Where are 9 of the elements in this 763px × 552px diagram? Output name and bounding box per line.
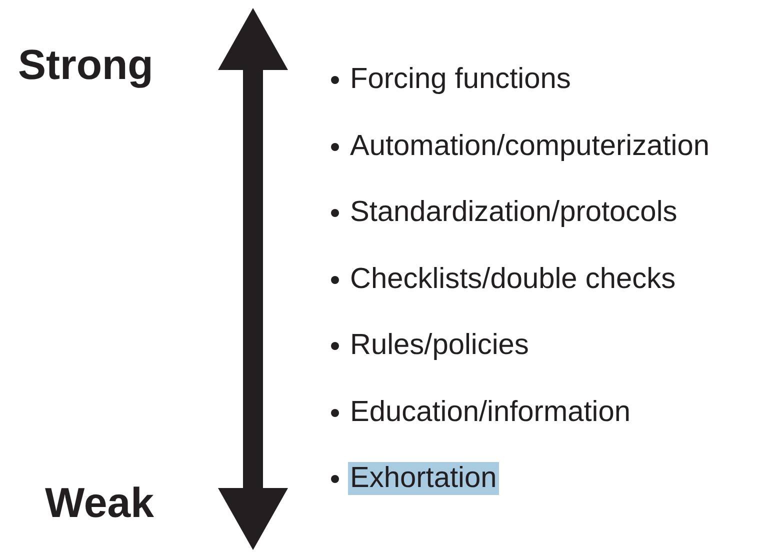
scale-label: Strong bbox=[18, 44, 154, 86]
list-item: Standardization/protocols bbox=[349, 196, 678, 229]
list-item: Education/information bbox=[349, 396, 632, 428]
list-item: Forcing functions bbox=[349, 63, 572, 96]
highlighted-list-item: Exhortation bbox=[348, 462, 499, 495]
list-item: Rules/policies bbox=[349, 329, 530, 362]
list-item: Automation/computerization bbox=[349, 130, 710, 162]
scale-label: Weak bbox=[45, 482, 154, 524]
list-item: Checklists/double checks bbox=[349, 262, 677, 296]
